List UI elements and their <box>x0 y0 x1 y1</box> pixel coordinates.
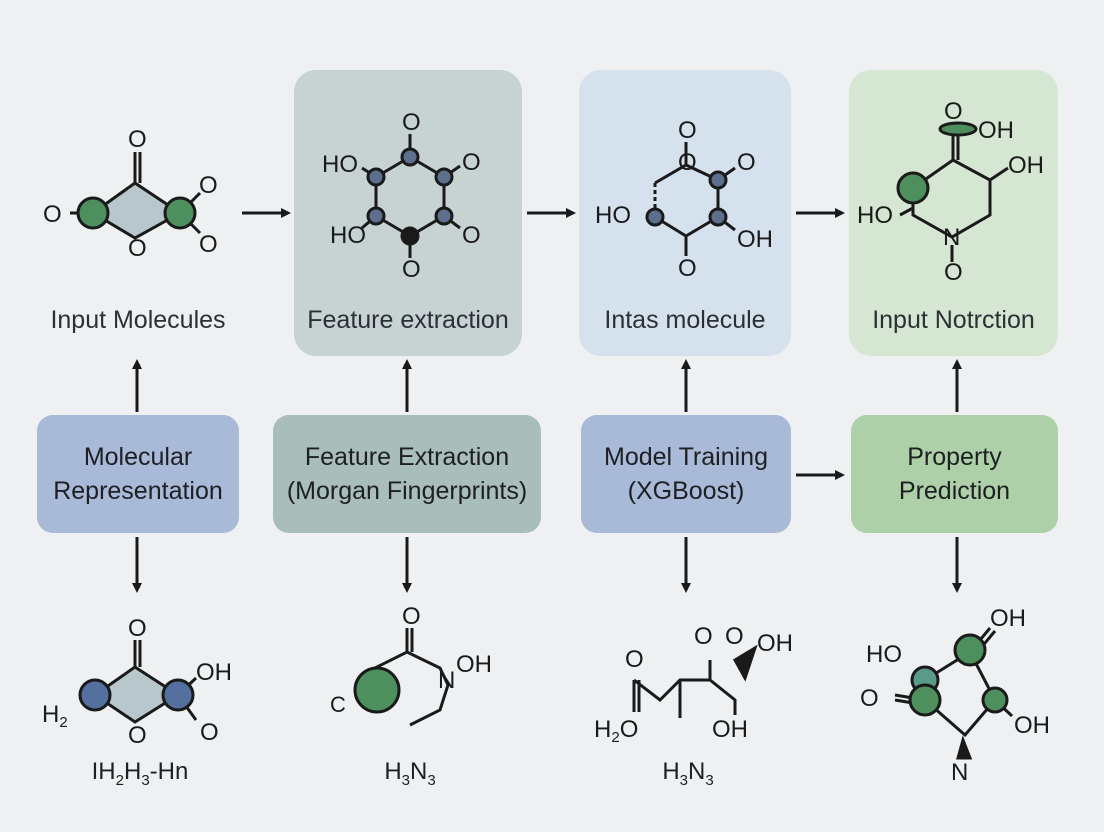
m5-h2: H2 <box>42 701 68 731</box>
panel-feature-extraction <box>294 70 522 356</box>
m2-o-right-2: O <box>462 222 481 249</box>
m7-o2: O <box>725 623 744 650</box>
molecule-6: O N OH C <box>330 603 492 727</box>
m2-bottom-o: O <box>402 256 421 283</box>
m7-o1: O <box>694 623 713 650</box>
m3-top-o: O <box>678 117 697 144</box>
step-3-line-2: (XGBoost) <box>627 477 745 505</box>
m7-h2o: H2O <box>594 716 638 746</box>
label-input-notrction: Input Notrction <box>872 306 1035 334</box>
step-1-line-1: Molecular <box>83 443 193 471</box>
molecule-7: O O OH O H2O OH <box>594 623 793 746</box>
step-2-line-1: Feature Extraction <box>304 443 510 471</box>
molecule-2: O HO HO O O O <box>322 109 481 283</box>
m5-bottom-o: O <box>128 722 147 749</box>
m4-o-top: O <box>944 98 963 125</box>
m5-top-o: O <box>128 615 147 642</box>
step-1-line-2: Representation <box>53 477 223 505</box>
label-input-molecules: Input Molecules <box>50 306 226 334</box>
molecule-8: OH HO O OH N <box>860 605 1050 786</box>
m6-c: C <box>330 692 346 717</box>
m4-oh-top: OH <box>978 117 1014 144</box>
m4-ho: HO <box>857 202 893 229</box>
m7-o-left: O <box>625 646 644 673</box>
panel-intas-molecule <box>579 70 791 356</box>
step-3-line-1: Model Training <box>604 443 768 471</box>
m5-right-o: O <box>200 719 219 746</box>
step-feature-extraction: Feature Extraction (Morgan Fingerprints) <box>273 415 541 533</box>
molecule-1: O O O O O <box>43 126 218 262</box>
step-4-line-2: Prediction <box>898 477 1011 505</box>
m1-left-o: O <box>43 201 62 228</box>
m2-ho-1: HO <box>322 151 358 178</box>
molecule-4: O OH OH HO N O <box>857 98 1044 286</box>
m1-right-top-o: O <box>199 172 218 199</box>
m6-oh: OH <box>456 651 492 678</box>
m8-oh-top: OH <box>990 605 1026 632</box>
m8-oh-right: OH <box>1014 712 1050 739</box>
formula-2: H3N3 <box>384 758 436 789</box>
step-model-training: Model Training (XGBoost) <box>581 415 791 533</box>
m1-right-bot-o: O <box>199 231 218 258</box>
m3-o-right: O <box>737 149 756 176</box>
formula-3: H3N3 <box>662 758 714 789</box>
m3-ho: HO <box>595 202 631 229</box>
m3-ring-o: O <box>678 149 697 176</box>
m3-oh: OH <box>737 226 773 253</box>
m6-top-o: O <box>402 603 421 630</box>
m5-oh: OH <box>196 659 232 686</box>
m8-n: N <box>951 759 968 786</box>
m2-ho-2: HO <box>330 222 366 249</box>
molecule-3: O O HO O OH O <box>595 117 773 282</box>
step-property-prediction: Property Prediction <box>851 415 1058 533</box>
step-4-line-1: Property <box>907 443 1002 471</box>
m7-oh-bot: OH <box>712 716 748 743</box>
m2-o-right-1: O <box>462 149 481 176</box>
m7-oh: OH <box>757 630 793 657</box>
label-feature-extraction: Feature extraction <box>307 306 509 334</box>
m3-bottom-o: O <box>678 255 697 282</box>
molecule-5: O OH H2 O O <box>42 615 232 749</box>
m1-top-o: O <box>128 126 147 153</box>
m8-ho: HO <box>866 641 902 668</box>
step-2-line-2: (Morgan Fingerprints) <box>286 477 528 505</box>
m4-oh-right: OH <box>1008 152 1044 179</box>
m1-bottom-o: O <box>128 235 147 262</box>
panel-input-notrction <box>849 70 1058 356</box>
step-molecular-representation: Molecular Representation <box>37 415 239 533</box>
m2-top-o: O <box>402 109 421 136</box>
m4-n: N <box>943 224 960 251</box>
m6-n: N <box>438 667 455 694</box>
m4-o-bot: O <box>944 259 963 286</box>
label-intas-molecule: Intas molecule <box>604 306 766 334</box>
formula-1: IH2H3-Hn <box>91 758 189 789</box>
m8-o-left: O <box>860 685 879 712</box>
